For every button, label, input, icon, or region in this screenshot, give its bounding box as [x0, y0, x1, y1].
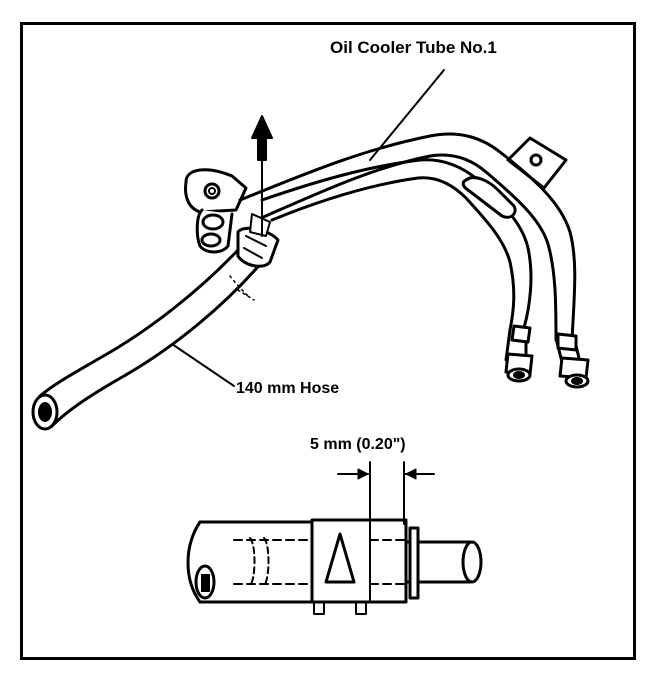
- hose-clamp: [236, 213, 280, 268]
- oil-cooler-tube-label: Oil Cooler Tube No.1: [330, 38, 497, 57]
- leader-hose: [171, 343, 235, 387]
- dimension-arrow-icon: [337, 468, 435, 480]
- leader-oil-cooler-tube: [369, 69, 445, 161]
- hose-140mm: [31, 248, 264, 431]
- hose-label: 140 mm Hose: [236, 380, 340, 397]
- right-mounting-bracket: [506, 136, 568, 190]
- tube-end-left: [504, 324, 534, 383]
- clamp-offset-label: 5 mm (0.20"): [310, 436, 406, 453]
- diagram-frame: [20, 22, 636, 660]
- clamp-detail: [186, 461, 483, 615]
- up-arrow-icon: [251, 115, 273, 237]
- tube-end-right: [554, 332, 590, 389]
- left-mounting-bracket: [184, 168, 248, 254]
- oil-cooler-tube: [238, 132, 577, 342]
